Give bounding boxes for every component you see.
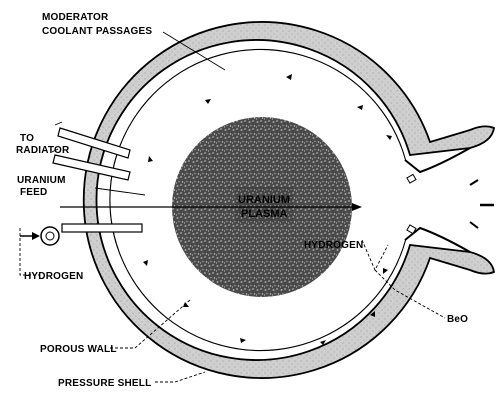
exhaust-marks — [470, 180, 494, 228]
pressure-shell-label: PRESSURE SHELL — [58, 378, 151, 389]
plasma-label-line2: PLASMA — [241, 208, 288, 220]
moderator-label-line2: COOLANT PASSAGES — [42, 26, 152, 37]
uranium-feed-label-line1: URANIUM — [17, 175, 66, 186]
beo-label: BeO — [447, 314, 468, 325]
hydrogen-right-label: HYDROGEN — [304, 240, 363, 251]
uranium-feed-label-line2: FEED — [20, 187, 47, 198]
plasma-label-line1: URANIUM — [238, 194, 290, 206]
hydrogen-left-label: HYDROGEN — [24, 271, 83, 282]
to-radiator-label-line1: TO — [20, 133, 34, 144]
moderator-label-line1: MODERATOR — [42, 12, 109, 23]
to-radiator-label-line2: RADIATOR — [16, 145, 70, 156]
porous-wall-label: POROUS WALL — [40, 344, 117, 355]
